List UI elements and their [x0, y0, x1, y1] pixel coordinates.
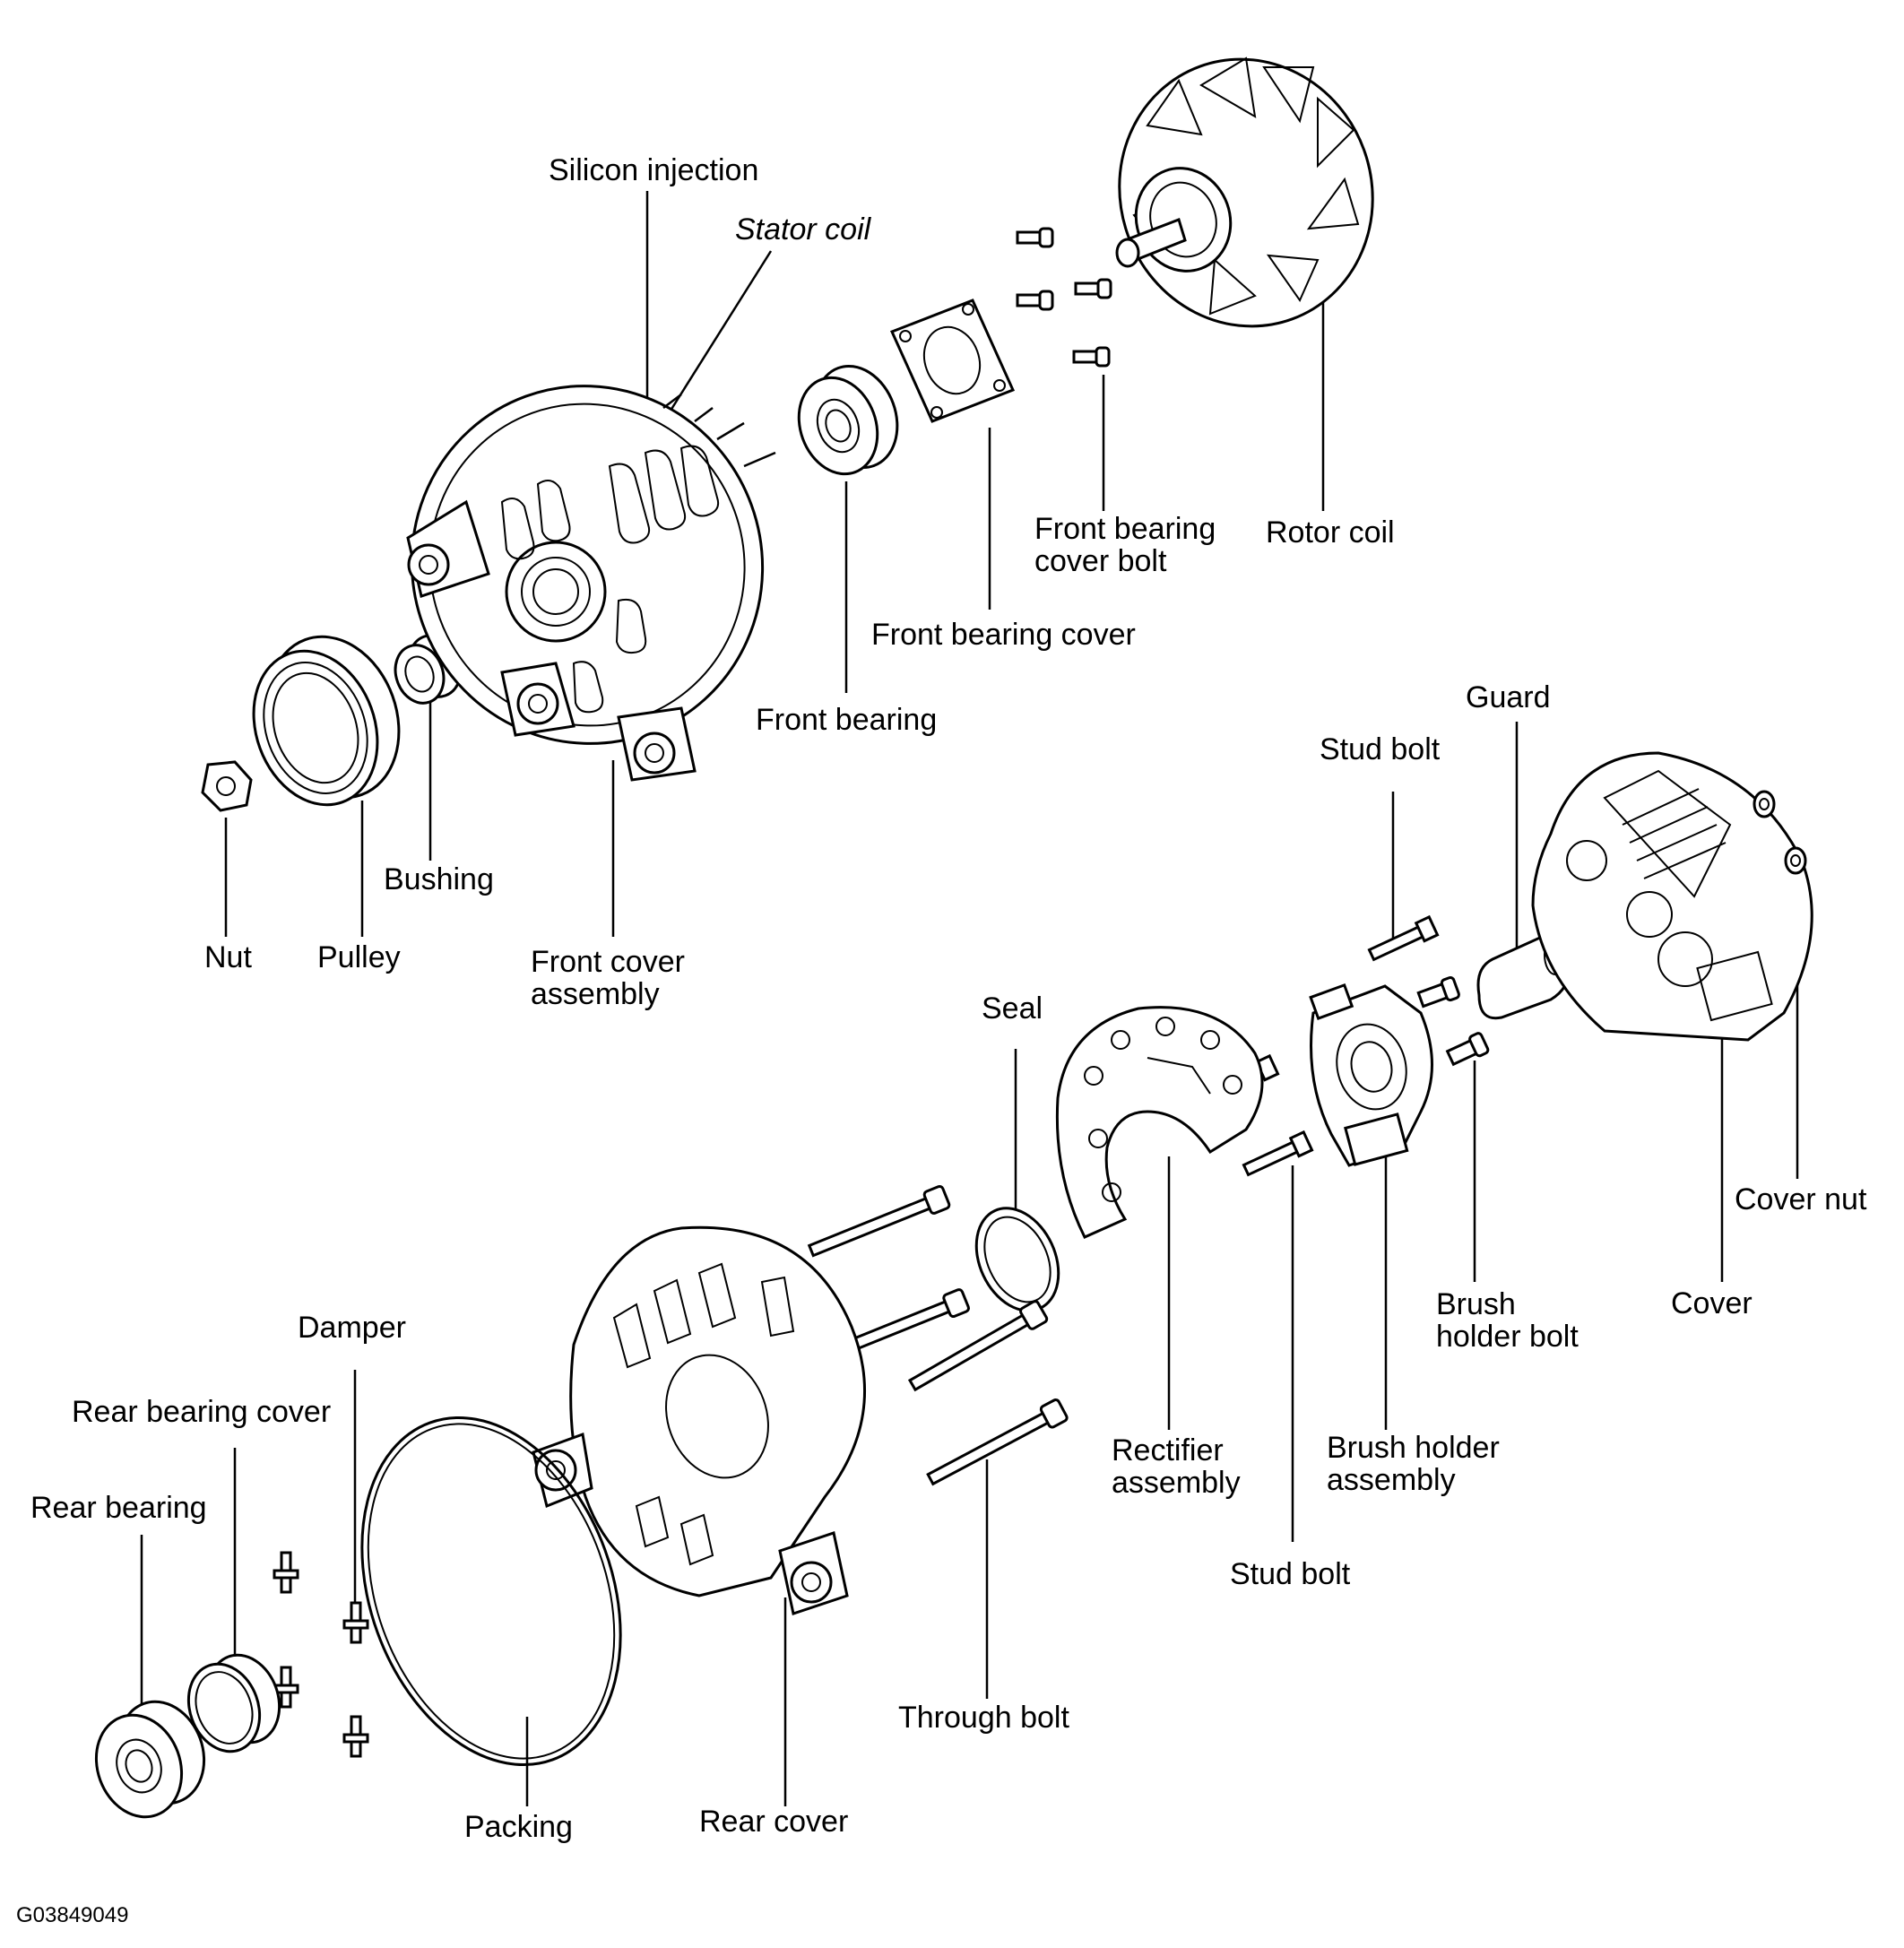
label-stator-coil: Stator coil [735, 212, 871, 247]
rear-cover-part [532, 1225, 866, 1615]
cover-part [1531, 751, 1813, 1042]
rear-bearing-part [94, 1700, 206, 1819]
label-rectifier-assembly-line1: Rectifier [1112, 1433, 1224, 1467]
label-brush-holder-bolt-line1: Brush [1436, 1287, 1516, 1321]
label-rear-bearing: Rear bearing [30, 1491, 207, 1525]
pulley-part [252, 635, 401, 807]
label-silicon-injection: Silicon injection [549, 153, 759, 187]
through-bolts [807, 1184, 1069, 1486]
nut-part [201, 760, 253, 812]
front-bearing-part [797, 364, 899, 476]
label-rotor-coil: Rotor coil [1266, 515, 1395, 550]
label-front-cover-assembly-line1: Front cover [531, 945, 685, 979]
rectifier-assembly-part [1055, 1006, 1264, 1239]
label-stud-bolt-bottom: Stud bolt [1230, 1557, 1351, 1591]
front-bearing-cover-part [889, 299, 1016, 423]
label-cover: Cover [1671, 1286, 1753, 1320]
label-rectifier-assembly-line2: assembly [1112, 1466, 1241, 1500]
label-through-bolt: Through bolt [898, 1701, 1069, 1735]
label-bushing: Bushing [384, 862, 494, 896]
figure-id: G03849049 [16, 1903, 129, 1927]
label-cover-nut: Cover nut [1735, 1182, 1867, 1216]
label-nut: Nut [204, 940, 252, 974]
label-guard: Guard [1466, 680, 1551, 714]
label-stud-bolt-top: Stud bolt [1320, 732, 1441, 766]
front-cover-assembly-part [406, 385, 776, 782]
brush-holder-assembly-part [1309, 983, 1433, 1167]
label-pulley: Pulley [317, 940, 401, 974]
cover-nuts [1753, 790, 1807, 875]
label-rear-bearing-cover: Rear bearing cover [72, 1395, 332, 1429]
leader-lines [140, 191, 1799, 1806]
label-front-bearing-cover-bolt-line1: Front bearing [1034, 512, 1216, 546]
label-front-bearing-cover: Front bearing cover [871, 618, 1136, 652]
label-front-bearing-cover-bolt-line2: cover bolt [1034, 544, 1167, 578]
label-rear-cover: Rear cover [699, 1805, 849, 1839]
label-brush-holder-assembly-line1: Brush holder [1327, 1431, 1500, 1465]
packing-part [360, 1416, 622, 1767]
label-seal: Seal [982, 991, 1043, 1026]
front-bearing-cover-bolts [1016, 227, 1112, 368]
label-brush-holder-assembly-line2: assembly [1327, 1463, 1456, 1497]
seal-part [974, 1207, 1060, 1312]
label-packing: Packing [464, 1810, 573, 1844]
dampers [273, 1551, 369, 1758]
label-front-cover-assembly-line2: assembly [531, 977, 660, 1011]
label-front-bearing: Front bearing [756, 703, 938, 737]
label-brush-holder-bolt-line2: holder bolt [1436, 1320, 1579, 1354]
rotor-coil-part [1115, 56, 1374, 328]
bushing-part [394, 634, 463, 705]
rear-bearing-cover-part [186, 1653, 281, 1753]
label-damper: Damper [298, 1311, 406, 1345]
